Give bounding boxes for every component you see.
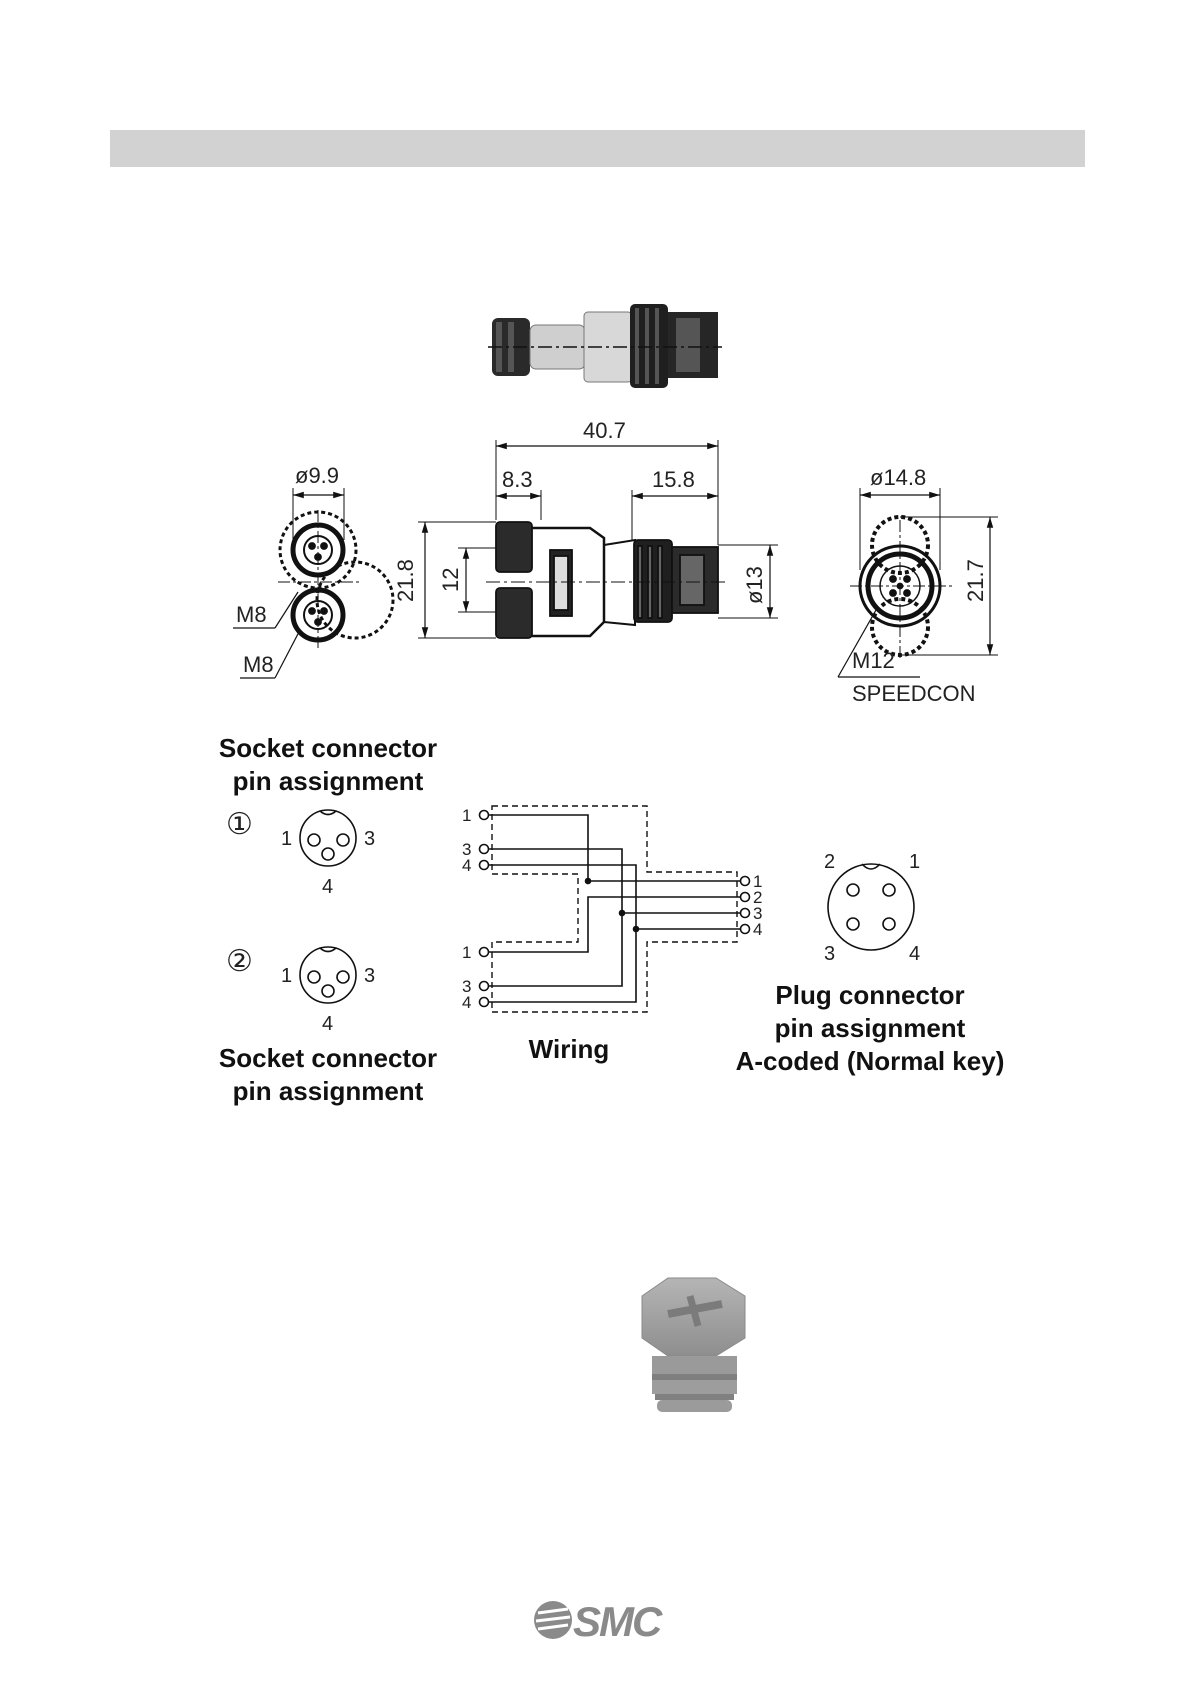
left-end-view: [233, 488, 393, 678]
plug-pin-3: 3: [824, 943, 835, 965]
plug-pin-1: 1: [909, 851, 920, 873]
socket-bottom-marker: ②: [226, 945, 253, 978]
wiring-plug-pin-4: 4: [753, 920, 762, 939]
socket-top-pin-4: 4: [322, 876, 333, 898]
wiring-caption: Wiring: [529, 1034, 610, 1064]
socket-thread-2-label: M8: [243, 652, 274, 677]
socket-spacing-label: 12: [438, 568, 463, 592]
plug-caption-line1: Plug connector: [775, 980, 964, 1010]
wiring-bottom-pin-4: 4: [462, 993, 471, 1012]
wiring-diagram: [480, 806, 750, 1012]
plug-caption-line3: A-coded (Normal key): [736, 1046, 1005, 1076]
plug-length-label: 15.8: [652, 467, 695, 492]
socket-top-pin-3: 3: [364, 828, 375, 850]
wiring-top-pin-4: 4: [462, 856, 471, 875]
height-left-label: 21.8: [393, 559, 418, 602]
socket-bottom-caption-line1: Socket connector: [219, 1043, 437, 1073]
overall-length-label: 40.7: [583, 418, 626, 443]
socket-top-pin-1: 1: [281, 828, 292, 850]
wiring-top-pin-1: 1: [462, 806, 471, 825]
wiring-bottom-pin-1: 1: [462, 943, 471, 962]
side-view: [418, 440, 778, 638]
plug-pin-4: 4: [909, 943, 920, 965]
plug-thread-label: M12: [852, 648, 895, 673]
plug-type-label: SPEEDCON: [852, 681, 975, 706]
plug-pin-2: 2: [824, 851, 835, 873]
socket-bottom-pin-4: 4: [322, 1013, 333, 1035]
plug-face: [828, 864, 914, 950]
left-diameter-label: ø9.9: [295, 463, 339, 488]
right-diameter-label: ø14.8: [870, 465, 926, 490]
socket-top-marker: ①: [226, 808, 253, 841]
socket-thread-1-label: M8: [236, 602, 267, 627]
socket-length-label: 8.3: [502, 467, 533, 492]
right-height-label: 21.7: [963, 559, 988, 602]
plug-diameter-side-label: ø13: [742, 566, 767, 604]
socket-bottom-pin-3: 3: [364, 965, 375, 987]
socket-bottom-face: [300, 947, 356, 1003]
socket-top-caption-line1: Socket connector: [219, 733, 437, 763]
smc-logo-text: SMC: [573, 1598, 663, 1645]
socket-top-face: [300, 810, 356, 866]
socket-bottom-caption-line2: pin assignment: [233, 1076, 424, 1106]
smc-logo-icon: SMC: [534, 1598, 663, 1645]
socket-top-caption-line2: pin assignment: [233, 766, 424, 796]
socket-bottom-pin-1: 1: [281, 965, 292, 987]
plug-caption-line2: pin assignment: [775, 1013, 966, 1043]
